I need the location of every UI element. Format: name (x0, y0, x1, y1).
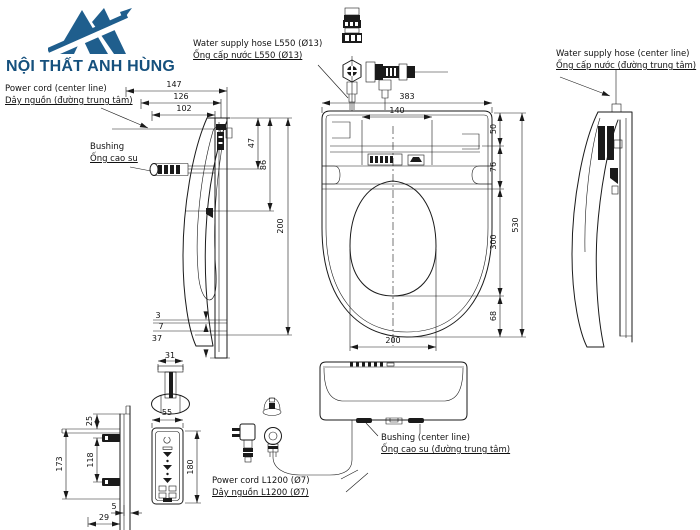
label-power-cord-l1200-en: Power cord L1200 (Ø7) (212, 476, 310, 486)
label-power-cord-l1200: Power cord L1200 (Ø7) Dây nguồn L1200 (Ø… (212, 475, 310, 499)
label-bushing: Bushing Ống cao su (90, 141, 138, 165)
dim-top-140: 140 (389, 106, 405, 115)
power-plug-drawing (232, 423, 256, 463)
brand-logo-icon (48, 8, 132, 58)
label-water-hose-center-vi: Ống cấp nước (đường trung tâm) (556, 61, 697, 71)
dim-bracket-118: 118 (86, 452, 95, 468)
dim-side-7: 7 (158, 322, 164, 331)
cap-part-drawing (262, 397, 282, 416)
dim-bracket-29: 29 (98, 513, 110, 522)
label-water-hose-l550-en: Water supply hose L550 (Ø13) (193, 39, 323, 49)
dim-top-300: 300 (489, 234, 498, 250)
dim-bolt-31: 31 (164, 351, 176, 360)
front-view-drawing (272, 361, 468, 476)
top-view-drawing (321, 100, 526, 351)
dim-bracket-25: 25 (85, 415, 94, 427)
brand-name: NỘI THẤT ANH HÙNG (6, 58, 176, 75)
label-bushing-vi: Ống cao su (90, 154, 138, 164)
leader-lines (100, 64, 611, 493)
label-power-cord-l1200-vi: Dây nguồn L1200 (Ø7) (212, 488, 309, 498)
dim-top-68: 68 (489, 310, 498, 322)
dim-side-37: 37 (151, 334, 163, 343)
dim-side-147: 147 (166, 80, 182, 89)
ring-connector-drawing (264, 427, 282, 457)
dim-remote-55: 55 (161, 408, 173, 417)
dim-top-76: 76 (489, 161, 498, 173)
bracket-view-drawing (61, 405, 142, 530)
dim-side-47: 47 (247, 137, 256, 149)
label-water-hose-l550-vi: Ống cấp nước L550 (Ø13) (193, 51, 303, 61)
label-power-cord-center-en: Power cord (center line) (5, 84, 107, 94)
dim-side-200: 200 (276, 218, 285, 234)
dim-top-383: 383 (399, 92, 415, 101)
brand-logo: NỘI THẤT ANH HÙNG (4, 2, 194, 82)
label-bushing-center-en: Bushing (center line) (381, 433, 470, 443)
dim-top-530: 530 (511, 217, 520, 233)
dim-remote-180: 180 (186, 459, 195, 475)
label-power-cord-center: Power cord (center line) Dây nguồn (đườn… (5, 83, 133, 107)
dim-side-126: 126 (173, 92, 189, 101)
right-side-view-drawing (571, 70, 633, 348)
dim-side-102: 102 (176, 104, 192, 113)
bolt-part-drawing (151, 358, 190, 415)
remote-view-drawing (151, 417, 201, 505)
label-bushing-center: Bushing (center line) Ống cao su (đường … (381, 432, 510, 456)
label-water-hose-l550: Water supply hose L550 (Ø13) Ống cấp nướ… (193, 38, 322, 62)
label-bushing-center-vi: Ống cao su (đường trung tâm) (381, 445, 511, 455)
dim-top-50: 50 (489, 123, 498, 135)
dim-bracket-173: 173 (55, 456, 64, 472)
dim-side-86: 86 (259, 159, 268, 171)
dim-bracket-5: 5 (111, 502, 117, 511)
side-view-drawing (112, 87, 292, 359)
label-bushing-en: Bushing (90, 142, 125, 152)
dim-top-200: 200 (385, 336, 401, 345)
label-water-hose-center-en: Water supply hose (center line) (556, 49, 690, 59)
dim-side-3: 3 (155, 311, 161, 320)
label-power-cord-center-vi: Dây nguồn (đường trung tâm) (5, 96, 133, 106)
valve-assembly-drawing (342, 7, 448, 111)
label-water-hose-center: Water supply hose (center line) Ống cấp … (556, 48, 696, 72)
